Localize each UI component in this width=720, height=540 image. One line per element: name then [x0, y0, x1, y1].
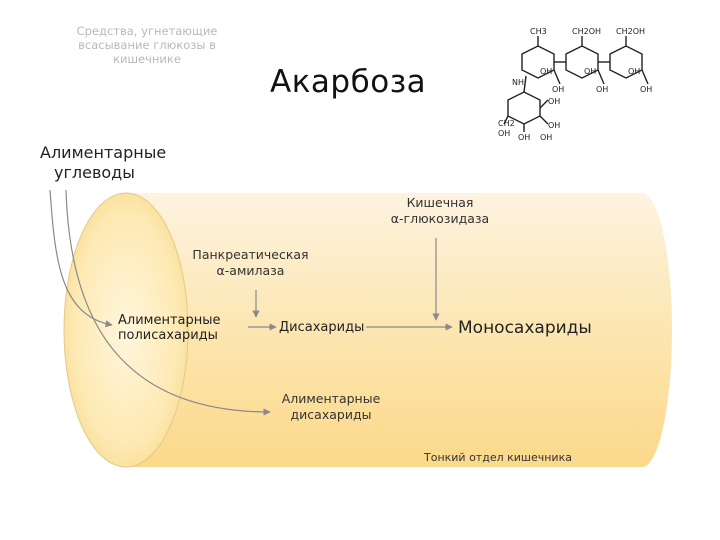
subtitle-line: кишечнике	[113, 52, 181, 66]
atom-label: OH	[596, 85, 608, 94]
disaccharides-node: Дисахариды	[279, 320, 365, 335]
atom-label: NH	[512, 78, 524, 87]
atom-label: CH2	[498, 119, 515, 128]
atom-label: OH	[548, 121, 560, 130]
monosaccharides-node: Моносахариды	[458, 318, 592, 338]
atom-label: CH2OH	[572, 27, 601, 36]
label-line: α-глюкозидаза	[390, 211, 490, 226]
label-line: Алиментарные	[40, 143, 167, 162]
dietary-disaccharides-node: Алиментарные дисахариды	[276, 391, 386, 423]
atom-label: CH3	[530, 27, 547, 36]
label-line: α-амилаза	[216, 263, 285, 278]
label-line: Кишечная	[406, 195, 474, 210]
label-line: углеводы	[54, 163, 135, 182]
atom-label: OH	[540, 133, 552, 142]
atom-label: OH	[518, 133, 530, 142]
dietary-polysaccharides-node: Алиментарные полисахариды	[118, 313, 243, 343]
atom-label: CH2OH	[616, 27, 645, 36]
atom-label: OH	[584, 67, 596, 76]
intake-arrow-polysaccharides	[49, 189, 113, 328]
slide-title: Акарбоза	[270, 64, 427, 100]
label-line: Панкреатическая	[192, 247, 309, 262]
atom-label: OH	[640, 85, 652, 94]
label-line: Алиментарные	[118, 313, 221, 328]
pancreatic-amylase-label: Панкреатическая α-амилаза	[188, 247, 313, 279]
subtitle-line: всасывание глюкозы в	[78, 38, 216, 52]
label-line: Алиментарные	[281, 391, 381, 406]
label-line: полисахариды	[118, 328, 218, 343]
acarbose-structure	[503, 36, 649, 132]
intestine-opening	[63, 192, 189, 468]
slide-subtitle: Средства, угнетающие всасывание глюкозы …	[62, 24, 232, 66]
atom-label: OH	[540, 67, 552, 76]
intake-arrow-disaccharides	[65, 189, 271, 416]
intestinal-glucosidase-label: Кишечная α-глюкозидаза	[380, 195, 500, 227]
atom-label: OH	[628, 67, 640, 76]
atom-label: OH	[552, 85, 564, 94]
intestine-tube	[126, 193, 672, 467]
subtitle-line: Средства, угнетающие	[76, 24, 218, 38]
label-line: дисахариды	[290, 407, 372, 422]
atom-label: OH	[548, 97, 560, 106]
atom-label: OH	[498, 129, 510, 138]
dietary-carbohydrates-label: Алиментарные углеводы	[40, 143, 180, 183]
small-intestine-label: Тонкий отдел кишечника	[424, 451, 572, 464]
